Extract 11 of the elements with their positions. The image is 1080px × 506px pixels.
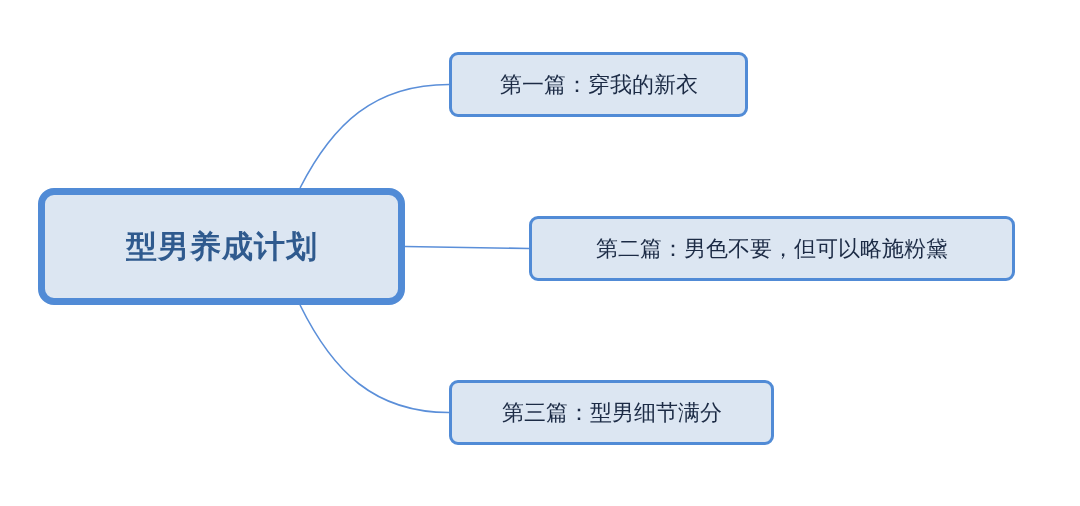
subtopic-text: 第三篇：型男细节满分 [501,398,722,427]
subtopic-box [449,52,748,117]
connector-line [299,83,450,189]
subtopic-box [449,380,774,445]
subtopic-text: 第二篇：男色不要，但可以略施粉黛 [596,234,948,263]
central-topic-text: 型男养成计划 [125,226,318,266]
central-topic-box [38,188,405,305]
connector-line [299,304,450,414]
subtopic-box [529,216,1015,281]
connector-line [404,245,530,250]
subtopic-text: 第一篇：穿我的新衣 [499,70,698,99]
